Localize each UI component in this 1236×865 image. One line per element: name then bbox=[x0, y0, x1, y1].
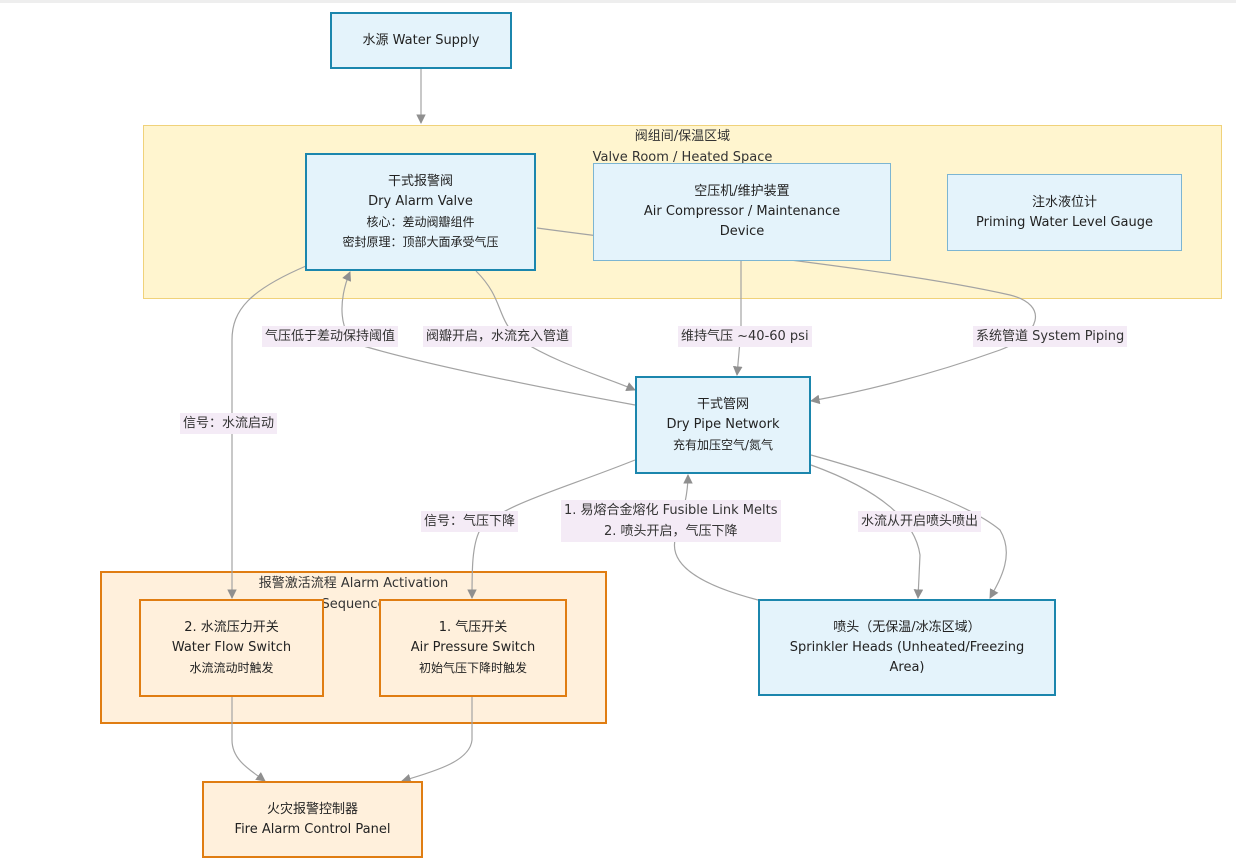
priming-gauge-node: 注水液位计 Priming Water Level Gauge bbox=[947, 174, 1182, 251]
water-flow-switch-title-cn: 2. 水流压力开关 bbox=[184, 620, 279, 635]
top-divider bbox=[0, 0, 1236, 3]
alarm-sequence-title-line1: 报警激活流程 Alarm Activation bbox=[258, 576, 449, 591]
water-flow-switch-node: 2. 水流压力开关 Water Flow Switch 水流流动时触发 bbox=[139, 599, 324, 697]
dry-alarm-valve-core: 核心：差动阀瓣组件 bbox=[366, 215, 475, 229]
alarm-sequence-title-line2: Sequence bbox=[321, 597, 386, 612]
sprinkler-heads-title-en-2: Area) bbox=[889, 659, 925, 675]
valve-room-title-line1: 阀组间/保温区域 bbox=[634, 129, 731, 144]
edge-label-fusible-link: 1. 易熔合金熔化 Fusible Link Melts 2. 喷头开启，气压下… bbox=[561, 500, 781, 542]
dry-pipe-network-note: 充有加压空气/氮气 bbox=[672, 438, 774, 452]
sprinkler-heads-node: 喷头（无保温/冰冻区域） Sprinkler Heads (Unheated/F… bbox=[758, 599, 1056, 696]
dry-alarm-valve-title-cn: 干式报警阀 bbox=[387, 174, 453, 189]
air-pressure-switch-title-en: Air Pressure Switch bbox=[410, 640, 536, 655]
sprinkler-heads-title-cn: 喷头（无保温/冰冻区域） bbox=[833, 619, 981, 635]
water-supply-label: 水源 Water Supply bbox=[362, 32, 480, 48]
edge-label-signal-pressure-drop: 信号：气压下降 bbox=[421, 511, 519, 532]
priming-gauge-title-cn: 注水液位计 bbox=[1031, 194, 1097, 210]
fire-alarm-panel-node: 火灾报警控制器 Fire Alarm Control Panel bbox=[202, 781, 423, 858]
fire-alarm-panel-title-cn: 火灾报警控制器 bbox=[266, 801, 358, 817]
edge-label-water-sprays: 水流从开启喷头喷出 bbox=[858, 511, 982, 532]
dry-pipe-network-title-en: Dry Pipe Network bbox=[666, 417, 780, 432]
fire-alarm-panel-title-en: Fire Alarm Control Panel bbox=[234, 821, 391, 837]
sprinkler-heads-title-en: Sprinkler Heads (Unheated/Freezing bbox=[789, 639, 1025, 655]
edge-airswitch-to-panel bbox=[401, 697, 473, 784]
edge-label-fusible-link-line1: 1. 易熔合金熔化 Fusible Link Melts bbox=[564, 503, 778, 518]
alarm-sequence-title: 报警激活流程 Alarm Activation Sequence bbox=[102, 573, 605, 615]
edge-network-to-sprinkler-b bbox=[810, 454, 1007, 599]
edge-waterflow-to-panel bbox=[231, 697, 266, 782]
valve-room-title: 阀组间/保温区域 Valve Room / Heated Space bbox=[144, 126, 1221, 168]
air-compressor-title-en: Air Compressor / Maintenance bbox=[643, 204, 841, 219]
edge-label-pressure-below: 气压低于差动保持阈值 bbox=[262, 326, 399, 347]
edge-compressor-to-network bbox=[732, 261, 743, 376]
water-supply-node: 水源 Water Supply bbox=[330, 12, 512, 69]
dry-alarm-valve-title-en: Dry Alarm Valve bbox=[368, 194, 473, 209]
air-pressure-switch-title-cn: 1. 气压开关 bbox=[438, 620, 508, 635]
air-compressor-title-cn: 空压机/维护装置 bbox=[694, 184, 790, 199]
dry-pipe-network-title-cn: 干式管网 bbox=[696, 397, 749, 412]
edge-sprinkler-to-network bbox=[673, 474, 759, 601]
dry-pipe-network-node: 干式管网 Dry Pipe Network 充有加压空气/氮气 bbox=[635, 376, 811, 474]
air-pressure-switch-node: 1. 气压开关 Air Pressure Switch 初始气压下降时触发 bbox=[379, 599, 567, 697]
edge-label-clapper-opens: 阀瓣开启，水流充入管道 bbox=[423, 326, 573, 347]
dry-alarm-valve-node: 干式报警阀 Dry Alarm Valve 核心：差动阀瓣组件 密封原理：顶部大… bbox=[305, 153, 536, 271]
edge-label-system-piping: 系统管道 System Piping bbox=[973, 326, 1128, 347]
water-flow-switch-note: 水流流动时触发 bbox=[189, 661, 274, 675]
air-compressor-title-en-2: Device bbox=[719, 224, 765, 239]
dry-alarm-valve-seal: 密封原理：顶部大面承受气压 bbox=[342, 235, 499, 249]
edge-valve-to-waterflow bbox=[227, 265, 307, 599]
edge-label-fusible-link-line2: 2. 喷头开启，气压下降 bbox=[603, 524, 738, 539]
edge-label-maintain-pressure: 维持气压 ~40-60 psi bbox=[678, 326, 812, 347]
valve-room-title-line2: Valve Room / Heated Space bbox=[592, 150, 773, 165]
water-flow-switch-title-en: Water Flow Switch bbox=[171, 640, 292, 655]
edge-network-to-sprinkler-a bbox=[810, 464, 924, 599]
air-pressure-switch-note: 初始气压下降时触发 bbox=[418, 661, 527, 675]
air-compressor-node: 空压机/维护装置 Air Compressor / Maintenance De… bbox=[593, 163, 891, 261]
priming-gauge-title-en: Priming Water Level Gauge bbox=[975, 214, 1153, 230]
edge-network-to-valve bbox=[341, 271, 636, 406]
edge-label-signal-water-flow: 信号：水流启动 bbox=[180, 413, 278, 434]
